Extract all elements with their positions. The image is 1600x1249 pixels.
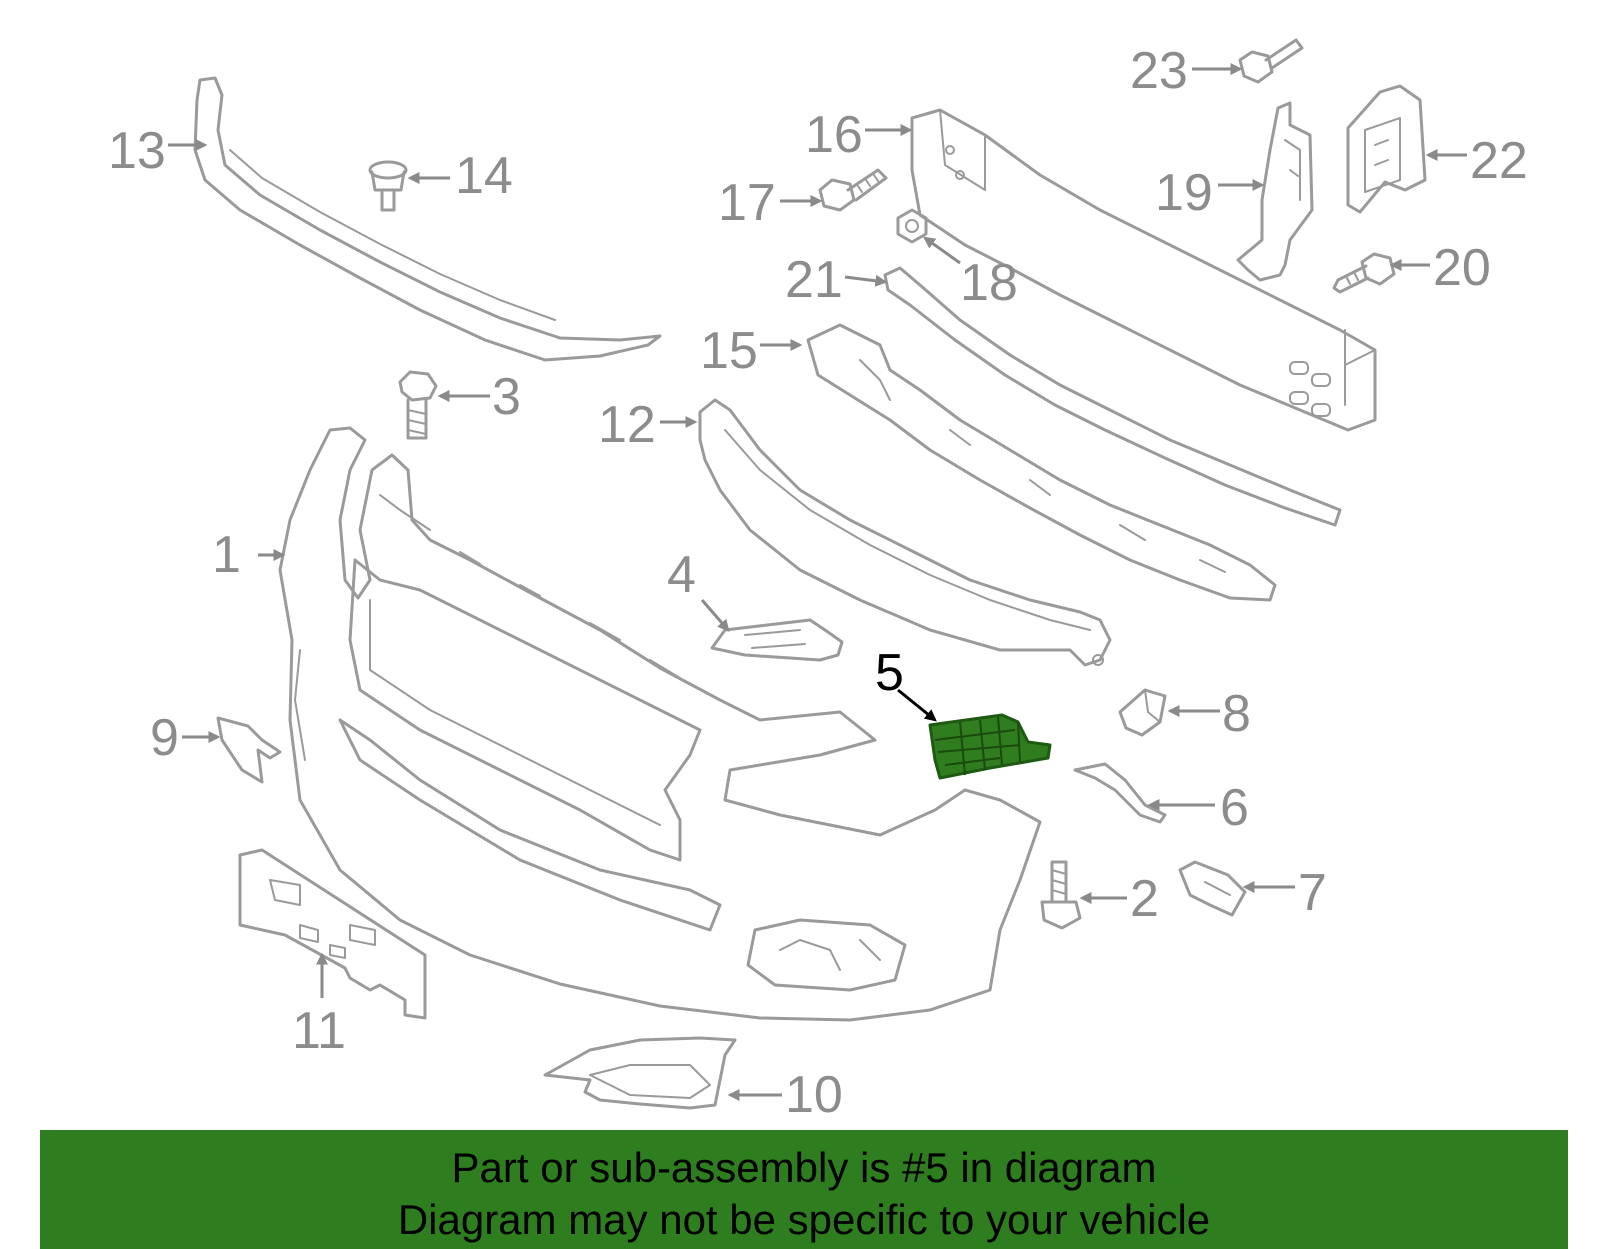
leader-lines — [168, 63, 1467, 1101]
callout-10: 10 — [785, 1066, 843, 1124]
part-15-absorber — [806, 323, 1277, 602]
callout-9: 9 — [150, 709, 179, 767]
callout-2: 2 — [1130, 870, 1159, 928]
callout-17: 17 — [718, 174, 776, 232]
part-12-grille-strip — [698, 398, 1112, 667]
callout-16: 16 — [805, 106, 863, 164]
banner-line-1: Part or sub-assembly is #5 in diagram — [451, 1144, 1157, 1191]
part-6-trim — [1073, 762, 1167, 824]
part-3-bolt — [398, 370, 438, 440]
callout-labels: 1 2 3 4 5 6 7 8 9 10 11 12 13 14 15 16 1… — [108, 42, 1528, 1124]
part-17-bolt — [818, 168, 888, 212]
callout-15: 15 — [700, 322, 758, 380]
callout-22: 22 — [1470, 132, 1528, 190]
part-21-strip — [883, 266, 1342, 527]
part-11-plate-bracket — [238, 848, 427, 1020]
callout-1: 1 — [212, 526, 241, 584]
part-7-bracket — [1178, 860, 1247, 917]
part-5-highlighted-bracket — [928, 713, 1052, 780]
callout-14: 14 — [455, 147, 513, 205]
part-4-bracket — [710, 618, 844, 662]
callout-5: 5 — [875, 644, 904, 702]
part-10-fog-bezel — [543, 1036, 737, 1110]
part-19-bracket — [1236, 101, 1314, 282]
part-13-molding — [193, 76, 662, 362]
callout-23: 23 — [1130, 42, 1188, 100]
callout-6: 6 — [1220, 779, 1249, 837]
callout-4: 4 — [667, 546, 696, 604]
callout-11: 11 — [292, 1002, 346, 1060]
part-22-bracket — [1346, 84, 1427, 214]
callout-20: 20 — [1433, 239, 1491, 297]
callout-3: 3 — [492, 368, 521, 426]
part-20-bolt — [1332, 252, 1396, 294]
part-8-clip — [1118, 688, 1167, 737]
info-banner: Part or sub-assembly is #5 in diagram Di… — [40, 1130, 1568, 1249]
banner-line-2: Diagram may not be specific to your vehi… — [397, 1196, 1211, 1243]
callout-12: 12 — [598, 396, 656, 454]
callout-19: 19 — [1155, 164, 1213, 222]
part-9-bracket — [216, 716, 282, 784]
part-14-clip — [368, 160, 408, 212]
callout-18: 18 — [960, 254, 1018, 312]
part-16-beam — [910, 108, 1377, 432]
part-1-bumper-cover — [278, 426, 1042, 1022]
part-23-bolt — [1238, 38, 1304, 84]
callout-8: 8 — [1222, 685, 1251, 743]
part-18-nut — [896, 208, 928, 244]
callout-7: 7 — [1298, 864, 1327, 922]
part-2-bolt — [1040, 860, 1082, 930]
callout-13: 13 — [108, 122, 166, 180]
callout-21: 21 — [785, 251, 843, 309]
